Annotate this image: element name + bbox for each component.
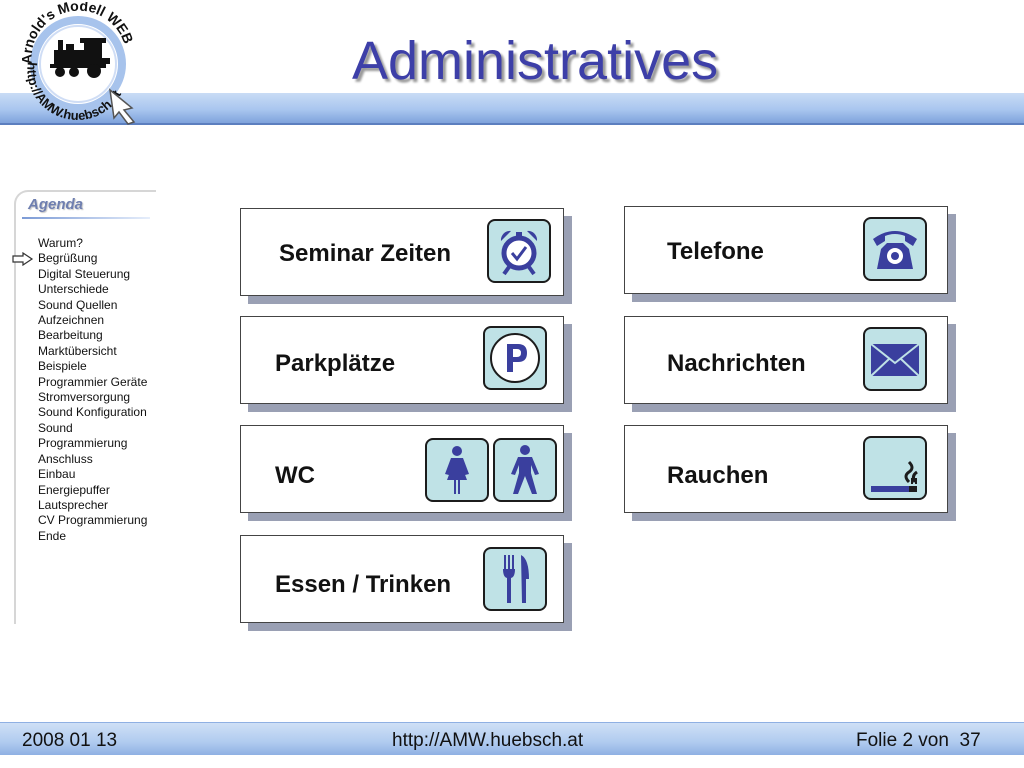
current-item-arrow-icon xyxy=(12,252,34,266)
card-parkplaetze[interactable]: Parkplätze xyxy=(240,316,564,404)
man-icon xyxy=(493,438,557,502)
card-telefone[interactable]: Telefone xyxy=(624,206,948,294)
agenda-item[interactable]: Bearbeitung xyxy=(38,328,103,343)
agenda-item[interactable]: Energiepuffer xyxy=(38,482,110,497)
footer-slide-counter: Folie 2 von 37 xyxy=(856,730,981,751)
agenda-panel xyxy=(14,190,156,624)
agenda-item[interactable]: CV Programmierung xyxy=(38,513,148,528)
agenda-list: Warum? Begrüßung Digital Steuerung Unter… xyxy=(38,236,147,544)
agenda-item[interactable]: Sound Konfiguration xyxy=(38,405,147,420)
agenda-item[interactable]: Einbau xyxy=(38,467,76,482)
card-label: Telefone xyxy=(667,238,764,265)
card-rauchen[interactable]: Rauchen xyxy=(624,425,948,513)
agenda-item[interactable]: Anschluss xyxy=(38,451,93,466)
agenda-item[interactable]: Programmierung xyxy=(38,436,128,451)
agenda-item[interactable]: Unterschiede xyxy=(38,282,109,297)
agenda-item[interactable]: Begrüßung xyxy=(38,251,98,266)
card-wc[interactable]: WC xyxy=(240,425,564,513)
agenda-item[interactable]: Sound xyxy=(38,420,73,435)
agenda-item[interactable]: Aufzeichnen xyxy=(38,313,105,328)
agenda-item[interactable]: Programmier Geräte xyxy=(38,374,148,389)
woman-icon xyxy=(425,438,489,502)
agenda-item[interactable]: Marktübersicht xyxy=(38,343,117,358)
fork-knife-icon xyxy=(483,547,547,611)
agenda-item[interactable]: Stromversorgung xyxy=(38,390,131,405)
footer-date: 2008 01 13 xyxy=(22,730,118,751)
footer-url-link[interactable]: http://AMW.huebsch.at xyxy=(392,730,584,751)
agenda-heading: Agenda xyxy=(28,196,84,213)
slide-title: Administratives xyxy=(352,31,719,91)
agenda-item[interactable]: Beispiele xyxy=(38,359,87,374)
card-seminar-zeiten[interactable]: Seminar Zeiten xyxy=(240,208,564,296)
footer-band xyxy=(0,722,1024,755)
agenda-divider xyxy=(22,217,150,219)
agenda-item[interactable]: Sound Quellen xyxy=(38,297,118,312)
agenda-item[interactable]: Digital Steuerung xyxy=(38,266,131,281)
cursor-icon xyxy=(108,88,136,125)
alarm-clock-icon xyxy=(487,219,551,283)
agenda-item[interactable]: Ende xyxy=(38,528,67,543)
header-band xyxy=(0,93,1024,125)
card-label: WC xyxy=(275,462,315,489)
logo[interactable]: Arnold's Modell WEB http://AMW.huebsch.a… xyxy=(14,2,144,126)
card-essen-trinken[interactable]: Essen / Trinken xyxy=(240,535,564,623)
card-nachrichten[interactable]: Nachrichten xyxy=(624,316,948,404)
agenda-item[interactable]: Lautsprecher xyxy=(38,497,109,512)
envelope-icon xyxy=(863,327,927,391)
parking-icon xyxy=(483,326,547,390)
cigarette-icon xyxy=(863,436,927,500)
locomotive-icon xyxy=(50,38,110,78)
card-label: Nachrichten xyxy=(667,350,806,377)
card-label: Seminar Zeiten xyxy=(279,240,452,267)
agenda-item[interactable]: Warum? xyxy=(38,236,83,250)
card-label: Essen / Trinken xyxy=(275,571,452,598)
card-label: Parkplätze xyxy=(275,350,396,377)
card-label: Rauchen xyxy=(667,462,769,489)
telephone-icon xyxy=(863,217,927,281)
